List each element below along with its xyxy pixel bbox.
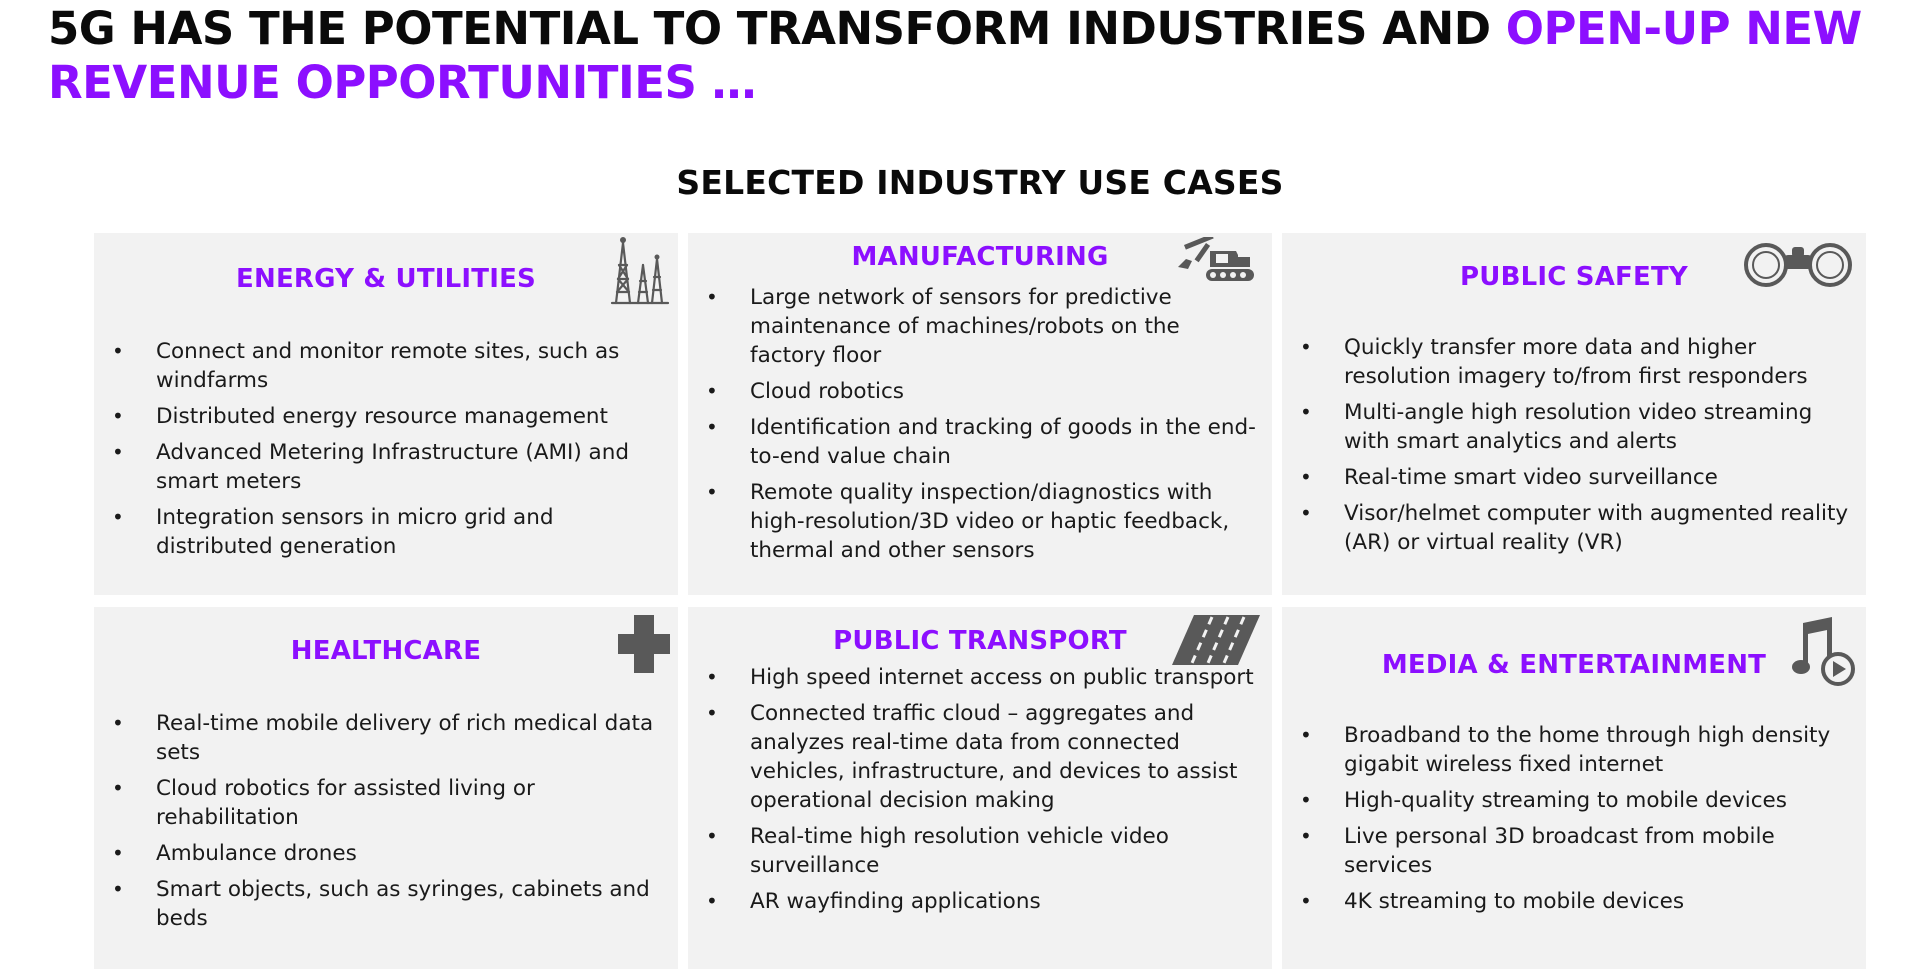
list-item: Distributed energy resource management — [112, 402, 664, 431]
use-case-list: Broadband to the home through high densi… — [1300, 721, 1852, 923]
page-headline: 5G HAS THE POTENTIAL TO TRANSFORM INDUST… — [48, 2, 1868, 110]
list-item: Large network of sensors for predictive … — [706, 283, 1258, 370]
list-item: Connect and monitor remote sites, such a… — [112, 337, 664, 395]
tile-energy-utilities: ENERGY & UTILITIES Connect and monitor r… — [94, 233, 678, 595]
tile-public-transport: PUBLIC TRANSPORT High speed internet acc… — [688, 607, 1272, 969]
tile-title: MANUFACTURING — [851, 242, 1109, 272]
tile-title: ENERGY & UTILITIES — [236, 264, 536, 294]
use-case-list: High speed internet access on public tra… — [706, 663, 1258, 923]
tile-public-safety: PUBLIC SAFETY Quickly transfer more data… — [1282, 233, 1866, 595]
list-item: Cloud robotics for assisted living or re… — [112, 774, 664, 832]
list-item: Advanced Metering Infrastructure (AMI) a… — [112, 438, 664, 496]
list-item: Broadband to the home through high densi… — [1300, 721, 1852, 779]
tile-manufacturing: MANUFACTURING Large network of sensors f… — [688, 233, 1272, 595]
headline-main: 5G HAS THE POTENTIAL TO TRANSFORM INDUST… — [48, 2, 1506, 55]
list-item: Identification and tracking of goods in … — [706, 413, 1258, 471]
list-item: Connected traffic cloud – aggregates and… — [706, 699, 1258, 815]
tile-title: MEDIA & ENTERTAINMENT — [1381, 650, 1767, 680]
use-case-list: Connect and monitor remote sites, such a… — [112, 337, 664, 568]
highway-icon — [1172, 615, 1260, 665]
tile-title: HEALTHCARE — [290, 636, 482, 666]
list-item: Real-time high resolution vehicle video … — [706, 822, 1258, 880]
oil-derrick-icon — [610, 237, 670, 305]
excavator-icon — [1178, 237, 1254, 281]
use-case-list: Real-time mobile delivery of rich medica… — [112, 709, 664, 940]
list-item: Real-time mobile delivery of rich medica… — [112, 709, 664, 767]
list-item: Remote quality inspection/diagnostics wi… — [706, 478, 1258, 565]
headline-accent: OPEN-UP NEW REVENUE OPPORTUNITIES … — [48, 2, 1862, 109]
list-item: Cloud robotics — [706, 377, 1258, 406]
section-subtitle: SELECTED INDUSTRY USE CASES — [676, 163, 1284, 202]
use-case-list: Quickly transfer more data and higher re… — [1300, 333, 1852, 564]
use-case-list: Large network of sensors for predictive … — [706, 283, 1258, 572]
binoculars-icon — [1744, 243, 1852, 287]
list-item: Multi-angle high resolution video stream… — [1300, 398, 1852, 456]
tile-healthcare: HEALTHCARE Real-time mobile delivery of … — [94, 607, 678, 969]
music-play-icon — [1792, 617, 1855, 686]
list-item: High speed internet access on public tra… — [706, 663, 1258, 692]
list-item: Real-time smart video surveillance — [1300, 463, 1852, 492]
list-item: Integration sensors in micro grid and di… — [112, 503, 664, 561]
list-item: Quickly transfer more data and higher re… — [1300, 333, 1852, 391]
medical-cross-icon — [618, 615, 670, 673]
list-item: Visor/helmet computer with augmented rea… — [1300, 499, 1852, 557]
tile-media-entertainment: MEDIA & ENTERTAINMENT Broadband to the h… — [1282, 607, 1866, 969]
list-item: High-quality streaming to mobile devices — [1300, 786, 1852, 815]
list-item: Live personal 3D broadcast from mobile s… — [1300, 822, 1852, 880]
list-item: Ambulance drones — [112, 839, 664, 868]
list-item: 4K streaming to mobile devices — [1300, 887, 1852, 916]
tile-title: PUBLIC SAFETY — [1460, 262, 1688, 292]
list-item: Smart objects, such as syringes, cabinet… — [112, 875, 664, 933]
tile-title: PUBLIC TRANSPORT — [833, 626, 1127, 656]
list-item: AR wayfinding applications — [706, 887, 1258, 916]
